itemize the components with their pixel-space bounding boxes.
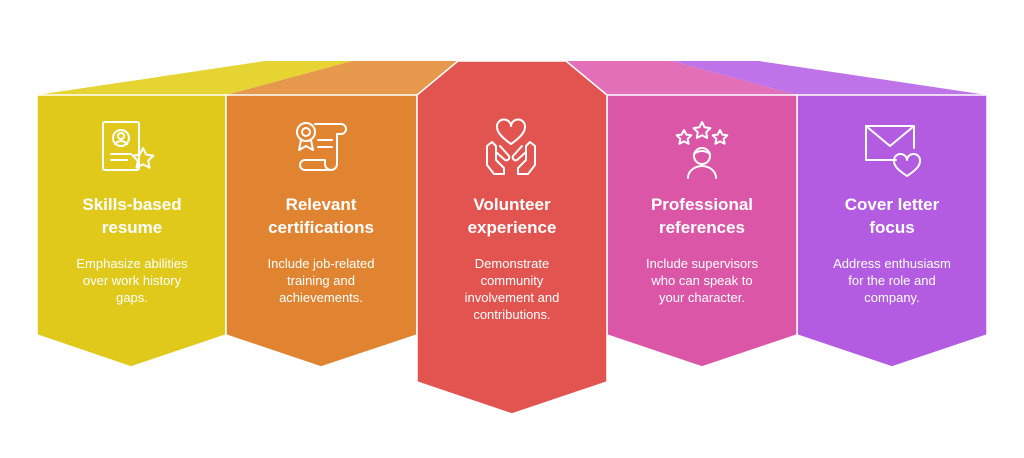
card-top-cover-letter-focus <box>672 61 987 95</box>
card-top-skills-based-resume <box>37 61 352 95</box>
card-top-professional-references <box>566 61 797 95</box>
card-desc-relevant-certifications: Include job-related training and achieve… <box>267 256 375 305</box>
card-desc-cover-letter-focus: Address enthusiasm for the role and comp… <box>833 256 951 305</box>
card-title-skills-based-resume: Skills-based resume <box>82 195 182 237</box>
certificate-scroll-icon <box>288 116 352 180</box>
card-title-professional-references: Professional references <box>650 195 754 237</box>
card-volunteer-experience <box>416 60 608 415</box>
envelope-heart-icon <box>860 116 924 180</box>
card-relevant-certifications <box>225 94 418 368</box>
card-desc-volunteer-experience: Demonstrate community involvement and co… <box>464 256 560 322</box>
card-skills-based-resume <box>36 94 227 368</box>
card-title-volunteer-experience: Volunteer experience <box>467 195 557 237</box>
card-desc-professional-references: Include supervisors who can speak to you… <box>646 256 758 305</box>
card-title-relevant-certifications: Relevant certifications <box>268 195 374 237</box>
hands-heart-icon <box>479 116 543 180</box>
card-desc-skills-based-resume: Emphasize abilities over work history ga… <box>76 256 188 305</box>
card-top-relevant-certifications <box>226 61 458 95</box>
resume-star-icon <box>97 116 161 180</box>
person-stars-icon <box>670 116 734 180</box>
card-title-cover-letter-focus: Cover letter focus <box>844 195 940 237</box>
